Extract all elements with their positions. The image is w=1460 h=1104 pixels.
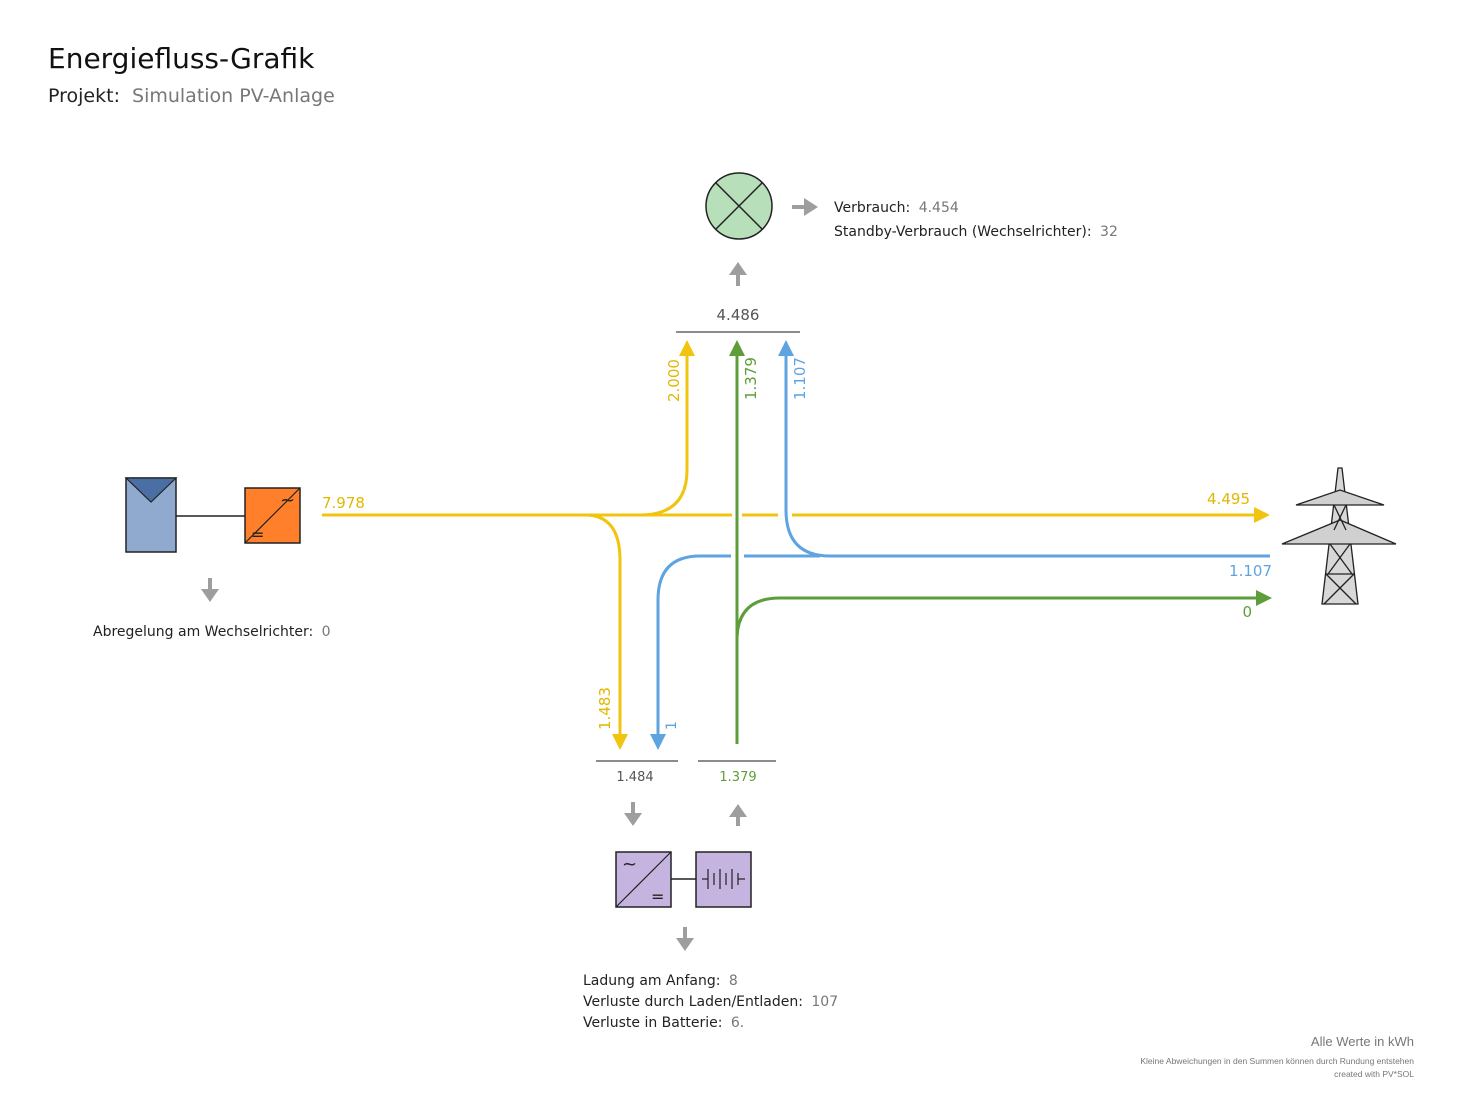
grid-purchase-line [784,354,1270,558]
page-title: Energiefluss-Grafik [48,42,315,75]
battery-icon [695,851,752,908]
grid-flow-lines [656,354,1270,736]
pv-to-battery-value: 1.483 [596,687,614,730]
abregelung-value: 0 [322,624,331,640]
battery-charge-sum-value: 1.484 [616,770,653,785]
abregelung-line: Abregelung am Wechselrichter: 0 [93,624,331,640]
verluste-laden-value: 107 [811,994,838,1010]
credit-note: created with PV*SOL [1334,1069,1414,1079]
ladung-value: 8 [729,973,738,989]
battery-to-grid-line [735,596,1258,641]
consumption-sum-value: 4.486 [717,306,760,324]
ladung-line: Ladung am Anfang: 8 [583,973,738,989]
pv-inverter-icon: ~ = [244,487,301,544]
pv-to-battery-line [584,513,622,736]
verluste-batterie-value: 6. [731,1015,744,1031]
standby-line: Standby-Verbrauch (Wechselrichter): 32 [834,224,1118,240]
verbrauch-line: Verbrauch: 4.454 [834,200,959,216]
gray-arrows [201,198,818,951]
grid-purchase-value: 1.107 [1229,562,1272,580]
standby-label: Standby-Verbrauch (Wechselrichter): [834,224,1092,240]
verluste-batterie-label: Verluste in Batterie: [583,1015,722,1031]
abregelung-label: Abregelung am Wechselrichter: [93,624,313,640]
arrow-up-icon [729,804,747,826]
svg-text:~: ~ [280,490,295,511]
battery-to-consumption-value: 1.379 [742,357,760,400]
pv-to-consumption-arrowhead [679,340,695,356]
svg-text:~: ~ [622,854,637,875]
battery-to-grid-value: 0 [1242,603,1252,621]
pv-to-grid-value: 4.495 [1207,490,1250,508]
units-note: Alle Werte in kWh [1311,1034,1414,1049]
pv-to-battery-arrowhead [612,734,628,750]
verbrauch-label: Verbrauch: [834,200,910,216]
ladung-label: Ladung am Anfang: [583,973,720,989]
pv-flow-lines [322,352,1258,736]
svg-text:=: = [651,887,664,906]
verluste-laden-line: Verluste durch Laden/Entladen: 107 [583,994,838,1010]
power-tower-icon [1281,467,1397,605]
verluste-laden-label: Verluste durch Laden/Entladen: [583,994,803,1010]
battery-discharge-sum-value: 1.379 [719,770,756,785]
pv-to-consumption-line [639,352,689,517]
grid-to-battery-arrowhead [650,734,666,750]
verbrauch-value: 4.454 [919,200,959,216]
svg-text:=: = [251,525,264,544]
battery-flow-lines [735,354,1258,744]
pv-total-value: 7.978 [322,494,365,512]
battery-to-consumption-arrowhead [729,340,745,356]
standby-value: 32 [1100,224,1118,240]
arrow-right-icon [792,198,818,216]
pv-to-consumption-value: 2.000 [665,359,683,402]
arrow-down-icon [676,927,694,951]
pv-to-grid-arrowhead [1254,507,1270,523]
consumer-lamp-icon [705,172,773,240]
grid-to-consumption-value: 1.107 [791,357,809,400]
project-label: Projekt: [48,85,120,107]
pv-module-icon [124,477,178,553]
project-name: Simulation PV-Anlage [132,85,335,107]
grid-to-consumption-arrowhead [778,340,794,356]
arrow-down-icon [624,802,642,826]
project-line: Projekt: Simulation PV-Anlage [48,85,335,107]
arrow-down-icon [201,578,219,602]
rounding-note: Kleine Abweichungen in den Summen können… [1140,1056,1414,1066]
battery-to-grid-arrowhead [1256,590,1272,606]
verluste-batterie-line: Verluste in Batterie: 6. [583,1015,744,1031]
grid-to-battery-line-b [656,554,731,736]
arrow-up-icon [729,262,747,286]
battery-inverter-icon: ~ = [615,851,672,908]
grid-to-battery-value: 1 [664,721,680,730]
